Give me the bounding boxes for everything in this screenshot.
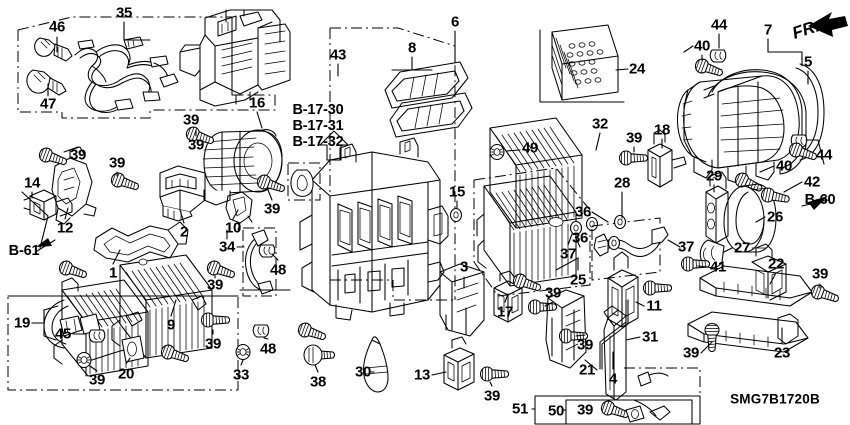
callout-25: 25 bbox=[569, 271, 587, 289]
callout-39-h: 39 bbox=[88, 371, 106, 389]
callout-14: 14 bbox=[23, 174, 41, 192]
callout-39-f: 39 bbox=[625, 129, 643, 147]
callout-39-o: 39 bbox=[576, 401, 594, 419]
callout-39-g: 39 bbox=[206, 276, 224, 294]
callout-15: 15 bbox=[448, 183, 466, 201]
callout-39-e: 39 bbox=[263, 200, 281, 218]
ref-b-17-30[interactable]: B-17-30 bbox=[292, 102, 344, 118]
callout-44-top: 44 bbox=[710, 16, 728, 34]
callout-21: 21 bbox=[578, 361, 596, 379]
callout-9: 9 bbox=[166, 316, 176, 334]
callout-43: 43 bbox=[329, 46, 347, 64]
callout-45: 45 bbox=[54, 325, 72, 343]
callout-48-a: 48 bbox=[269, 261, 287, 279]
callout-13: 13 bbox=[413, 366, 431, 384]
callout-36-b: 36 bbox=[571, 229, 589, 247]
callout-49: 49 bbox=[521, 139, 539, 157]
callout-17: 17 bbox=[496, 303, 514, 321]
callout-34: 34 bbox=[218, 238, 236, 256]
callout-32: 32 bbox=[591, 115, 609, 133]
callout-39-n: 39 bbox=[682, 344, 700, 362]
callout-38: 38 bbox=[309, 373, 327, 391]
callout-28: 28 bbox=[613, 174, 631, 192]
callout-39-l: 39 bbox=[576, 336, 594, 354]
callout-30: 30 bbox=[354, 363, 372, 381]
callout-47: 47 bbox=[39, 95, 57, 113]
callout-46: 46 bbox=[48, 18, 66, 36]
callout-44-right: 44 bbox=[815, 146, 833, 164]
callout-6: 6 bbox=[450, 13, 460, 31]
callout-33: 33 bbox=[232, 366, 250, 384]
callout-24: 24 bbox=[628, 60, 646, 78]
callout-50: 50 bbox=[547, 402, 565, 420]
callout-8: 8 bbox=[407, 39, 417, 57]
callout-27: 27 bbox=[733, 239, 751, 257]
callout-18: 18 bbox=[653, 121, 671, 139]
callout-5: 5 bbox=[803, 53, 813, 71]
callout-48-b: 48 bbox=[259, 340, 277, 358]
callout-37-b: 37 bbox=[677, 238, 695, 256]
callout-42: 42 bbox=[803, 173, 821, 191]
callout-39-m: 39 bbox=[811, 265, 829, 283]
callout-41-a: 41 bbox=[709, 258, 727, 276]
callout-20: 20 bbox=[117, 365, 135, 383]
callout-16: 16 bbox=[248, 94, 266, 112]
callout-29: 29 bbox=[705, 167, 723, 185]
callout-2: 2 bbox=[179, 223, 189, 241]
callout-1: 1 bbox=[108, 264, 118, 282]
callout-11: 11 bbox=[646, 297, 662, 315]
callout-31: 31 bbox=[641, 328, 659, 346]
callout-10: 10 bbox=[224, 219, 242, 237]
callout-37-a: 37 bbox=[559, 245, 577, 263]
callout-51: 51 bbox=[511, 400, 529, 418]
callout-39-i: 39 bbox=[204, 335, 222, 353]
callout-40-topleft: 40 bbox=[693, 37, 711, 55]
callout-39-b: 39 bbox=[69, 146, 87, 164]
ref-b-17-32[interactable]: B-17-32 bbox=[292, 134, 344, 150]
callout-39-d: 39 bbox=[187, 136, 205, 154]
callout-39-k: 39 bbox=[544, 284, 562, 302]
ref-b-61[interactable]: B-61 bbox=[8, 243, 40, 259]
callout-22: 22 bbox=[767, 255, 785, 273]
callout-39-j: 39 bbox=[483, 387, 501, 405]
callout-19: 19 bbox=[13, 314, 31, 332]
diagram-code-label: SMG7B1720B bbox=[730, 391, 820, 407]
callout-12: 12 bbox=[56, 219, 74, 237]
callout-4: 4 bbox=[608, 370, 618, 388]
callout-39-a: 39 bbox=[182, 111, 200, 129]
callout-7: 7 bbox=[763, 21, 773, 39]
callout-23: 23 bbox=[773, 344, 791, 362]
ref-b-60[interactable]: B-60 bbox=[804, 192, 836, 208]
callout-39-c: 39 bbox=[108, 154, 126, 172]
callout-35: 35 bbox=[115, 4, 133, 22]
callout-36-a: 36 bbox=[574, 203, 592, 221]
callout-40-right: 40 bbox=[775, 157, 793, 175]
ref-b-17-31[interactable]: B-17-31 bbox=[292, 118, 344, 134]
callout-26: 26 bbox=[766, 208, 784, 226]
callout-3: 3 bbox=[459, 258, 469, 276]
